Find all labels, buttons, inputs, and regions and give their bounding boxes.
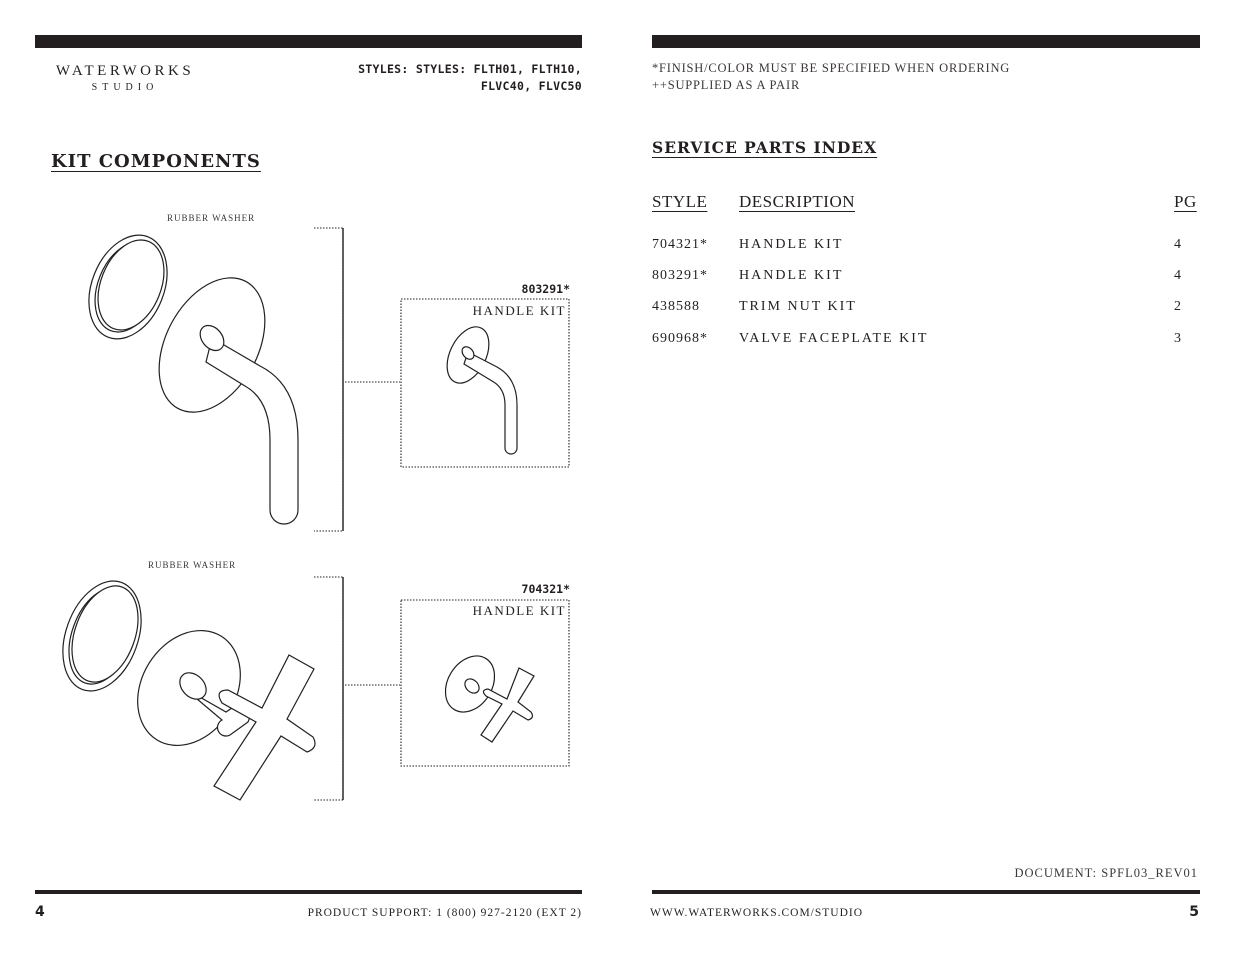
ordering-notes: *FINISH/COLOR MUST BE SPECIFIED WHEN ORD… <box>652 60 1010 94</box>
top-rule-right <box>652 35 1200 48</box>
note-finish: *FINISH/COLOR MUST BE SPECIFIED WHEN ORD… <box>652 61 1011 75</box>
top-rule-left <box>35 35 582 48</box>
product-support: PRODUCT SUPPORT: 1 (800) 927-2120 (EXT 2… <box>307 907 582 919</box>
cell-style: 704321* <box>652 237 708 252</box>
lever-kit-thumbnail-icon <box>446 326 518 455</box>
washer-label-1: RUBBER WASHER <box>167 213 256 223</box>
brand-main: WATERWORKS <box>55 63 195 79</box>
part-number-1: 803291* <box>521 282 570 296</box>
service-parts-index-title: SERVICE PARTS INDEX <box>652 138 878 157</box>
part-name-2: HANDLE KIT <box>472 603 566 618</box>
bottom-rule-left <box>35 890 582 894</box>
cell-style: 690968* <box>652 331 708 346</box>
cell-description: VALVE FACEPLATE KIT <box>739 331 929 346</box>
note-pair: ++SUPPLIED AS A PAIR <box>652 78 801 92</box>
table-row: 438588 TRIM NUT KIT 2 <box>652 299 1200 319</box>
brand-sub: STUDIO <box>91 82 159 93</box>
page-number-left: 4 <box>35 904 45 920</box>
document-id: DOCUMENT: SPFL03_REV01 <box>1014 866 1198 880</box>
cell-description: TRIM NUT KIT <box>739 299 857 314</box>
website-link[interactable]: WWW.WATERWORKS.COM/STUDIO <box>650 907 864 919</box>
cell-description: HANDLE KIT <box>739 268 844 283</box>
cell-description: HANDLE KIT <box>739 237 844 252</box>
styles-line-1: STYLES: STYLES: FLTH01, FLTH10, <box>358 62 582 76</box>
col-header-pg: PG <box>1174 192 1197 211</box>
bottom-rule-right <box>652 890 1200 894</box>
cell-pg: 3 <box>1174 331 1181 346</box>
cell-style: 438588 <box>652 299 700 314</box>
cell-pg: 4 <box>1174 268 1181 283</box>
part-number-2: 704321* <box>521 582 570 596</box>
styles-line-2: FLVC40, FLVC50 <box>480 79 582 93</box>
rubber-washer-icon <box>62 580 142 692</box>
cell-style: 803291* <box>652 268 708 283</box>
cell-pg: 4 <box>1174 237 1181 252</box>
part-name-1: HANDLE KIT <box>472 303 566 318</box>
brand-logo: WATERWORKS STUDIO <box>35 63 215 93</box>
table-row: 690968* VALVE FACEPLATE KIT 3 <box>652 331 1200 351</box>
cross-kit-thumbnail-icon <box>444 655 535 743</box>
cross-handle-icon <box>179 654 316 801</box>
table-row: 803291* HANDLE KIT 4 <box>652 268 1200 288</box>
washer-label-2: RUBBER WASHER <box>148 560 237 570</box>
col-header-description: DESCRIPTION <box>739 192 856 211</box>
cell-pg: 2 <box>1174 299 1181 314</box>
table-row: 704321* HANDLE KIT 4 <box>652 237 1200 257</box>
rubber-washer-icon <box>88 234 168 340</box>
styles-list: STYLES: STYLES: FLTH01, FLTH10, FLVC40, … <box>320 61 582 95</box>
lever-handle-icon <box>199 324 299 525</box>
kit-components-title: KIT COMPONENTS <box>51 151 261 172</box>
col-header-style: STYLE <box>652 192 708 211</box>
page-number-right: 5 <box>1189 904 1199 920</box>
